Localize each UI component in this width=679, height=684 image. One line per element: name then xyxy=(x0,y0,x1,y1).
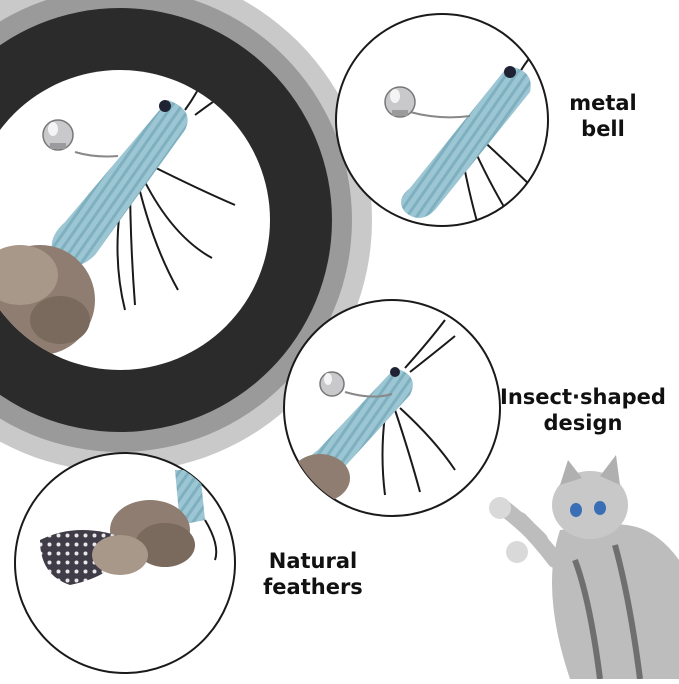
feathers-closeup xyxy=(14,452,236,674)
metal-bell-label: metal bell xyxy=(548,90,658,143)
metal-bell-line2: bell xyxy=(581,117,625,142)
main-toy-closeup xyxy=(0,74,236,355)
metal-bell-line1: metal xyxy=(569,91,637,115)
natural-feathers-line2: feathers xyxy=(263,575,363,600)
insect-closeup xyxy=(283,299,501,517)
natural-feathers-label: Natural feathers xyxy=(248,548,378,601)
bell-closeup xyxy=(335,13,549,227)
toy-eye xyxy=(159,100,171,112)
insect-shaped-line2: design xyxy=(543,411,623,436)
natural-feathers-line1: Natural xyxy=(268,549,358,573)
toy-body xyxy=(51,100,188,266)
insect-shaped-line1: Insect·shaped xyxy=(500,385,666,409)
kitten-illustration xyxy=(489,455,679,680)
insect-shaped-label: Insect·shaped design xyxy=(488,384,678,437)
bell-icon xyxy=(42,119,119,158)
